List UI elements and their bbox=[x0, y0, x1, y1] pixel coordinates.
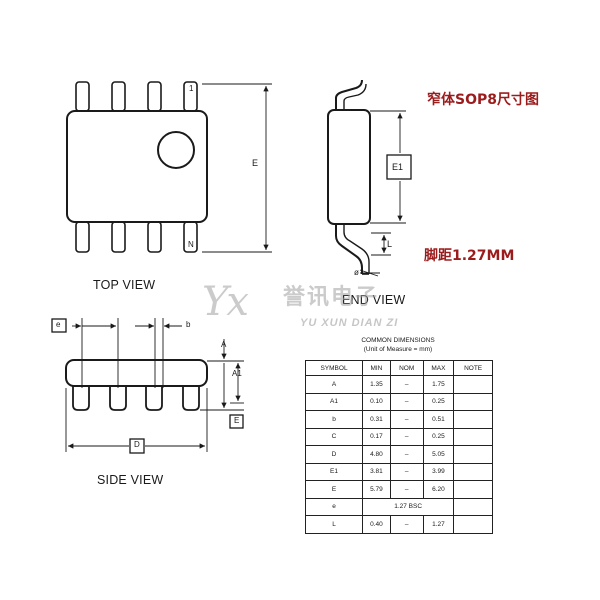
header-nom: NOM bbox=[389, 360, 424, 376]
dim-A1-label: A1 bbox=[232, 369, 242, 378]
cell: 0.51 bbox=[422, 410, 455, 429]
table-row: C 0.17 – 0.25 bbox=[304, 427, 493, 446]
pin bbox=[147, 221, 162, 253]
cell: C bbox=[304, 427, 364, 446]
cell: – bbox=[389, 427, 424, 446]
top-view bbox=[66, 81, 272, 253]
top-view-caption: TOP VIEW bbox=[93, 278, 156, 292]
dim-E-label: E bbox=[252, 158, 259, 168]
end-body bbox=[327, 109, 371, 225]
cell: – bbox=[389, 515, 424, 534]
table-row: L 0.40 – 1.27 bbox=[304, 515, 493, 534]
end-view-caption: END VIEW bbox=[342, 293, 406, 307]
cell: – bbox=[389, 410, 424, 429]
cell bbox=[453, 410, 493, 429]
end-lead bbox=[335, 224, 363, 274]
pin1-label: 1 bbox=[189, 84, 194, 93]
cell: – bbox=[389, 375, 424, 394]
table-header-row: SYMBOL MIN NOM MAX NOTE bbox=[304, 360, 493, 376]
table-row: E1 3.81 – 3.99 bbox=[304, 462, 493, 481]
cell: – bbox=[389, 445, 424, 464]
end-view bbox=[327, 79, 412, 277]
cell: – bbox=[389, 462, 424, 481]
watermark-logo: Yx bbox=[202, 279, 249, 325]
header-max: MAX bbox=[422, 360, 455, 376]
table-row: E 5.79 – 6.20 bbox=[304, 480, 493, 499]
pin1-indicator bbox=[157, 131, 195, 169]
pitch-note: 脚距1.27MM bbox=[424, 248, 515, 264]
table-title: COMMON DIMENSIONS (Unit of Measure = mm) bbox=[308, 337, 488, 355]
side-view-caption: SIDE VIEW bbox=[97, 473, 164, 487]
pin bbox=[75, 81, 90, 112]
cell: 6.20 bbox=[422, 480, 455, 499]
cell bbox=[453, 392, 493, 411]
angle-label: ø bbox=[354, 268, 359, 277]
cell: A1 bbox=[304, 392, 364, 411]
end-lead bbox=[335, 79, 363, 110]
cell: L bbox=[304, 515, 364, 534]
table-row: b 0.31 – 0.51 bbox=[304, 410, 493, 429]
package-body bbox=[66, 110, 208, 223]
cell: A bbox=[304, 375, 364, 394]
side-body bbox=[65, 359, 208, 387]
cell bbox=[453, 375, 493, 394]
pinN-label: N bbox=[188, 240, 194, 249]
dim-E1-label: E1 bbox=[392, 162, 404, 172]
cell bbox=[453, 497, 493, 516]
cell: E1 bbox=[304, 462, 364, 481]
cell: 0.10 bbox=[362, 392, 391, 411]
cell: 5.05 bbox=[422, 445, 455, 464]
cell bbox=[453, 445, 493, 464]
pin bbox=[75, 221, 90, 253]
package-title: 窄体SOP8尺寸图 bbox=[427, 92, 539, 108]
cell bbox=[453, 515, 493, 534]
header-note: NOTE bbox=[453, 360, 493, 376]
pin bbox=[111, 221, 126, 253]
cell: 1.75 bbox=[422, 375, 455, 394]
table-row: A 1.35 – 1.75 bbox=[304, 375, 493, 394]
watermark-english: YU XUN DIAN ZI bbox=[300, 317, 399, 329]
dim-D-label: D bbox=[134, 440, 140, 449]
cell: D bbox=[304, 445, 364, 464]
pin bbox=[111, 81, 126, 112]
table-title-line1: COMMON DIMENSIONS bbox=[361, 337, 435, 344]
cell: – bbox=[389, 480, 424, 499]
cell: e bbox=[304, 497, 364, 516]
dim-b-label: b bbox=[186, 320, 191, 329]
cell: 0.25 bbox=[422, 392, 455, 411]
cell: 1.35 bbox=[362, 375, 391, 394]
cell: b bbox=[304, 410, 364, 429]
cell bbox=[453, 427, 493, 446]
pin bbox=[147, 81, 162, 112]
dimensions-table: SYMBOL MIN NOM MAX NOTE A 1.35 – 1.75 A1… bbox=[304, 360, 493, 534]
dim-L-label: L bbox=[387, 239, 393, 249]
cell: 3.99 bbox=[422, 462, 455, 481]
cell bbox=[453, 462, 493, 481]
cell bbox=[453, 480, 493, 499]
side-view bbox=[51, 318, 244, 454]
cell: 4.80 bbox=[362, 445, 391, 464]
table-row: A1 0.10 – 0.25 bbox=[304, 392, 493, 411]
cell: 3.81 bbox=[362, 462, 391, 481]
cell: 5.79 bbox=[362, 480, 391, 499]
table-row: e 1.27 BSC bbox=[304, 497, 493, 516]
cell: E bbox=[304, 480, 364, 499]
cell: 0.40 bbox=[362, 515, 391, 534]
cell: 1.27 BSC bbox=[362, 497, 455, 516]
dim-E-side-label: E bbox=[234, 416, 240, 425]
dim-A-label: A bbox=[221, 340, 227, 349]
header-symbol: SYMBOL bbox=[304, 360, 364, 376]
header-min: MIN bbox=[362, 360, 391, 376]
cell: 0.17 bbox=[362, 427, 391, 446]
cell: 1.27 bbox=[422, 515, 455, 534]
table-row: D 4.80 – 5.05 bbox=[304, 445, 493, 464]
table-title-line2: (Unit of Measure = mm) bbox=[363, 345, 433, 353]
watermark-chinese: 誉讯电子 bbox=[283, 284, 380, 309]
cell: – bbox=[389, 392, 424, 411]
cell: 0.31 bbox=[362, 410, 391, 429]
cell: 0.25 bbox=[422, 427, 455, 446]
dim-e-label: e bbox=[56, 320, 61, 329]
